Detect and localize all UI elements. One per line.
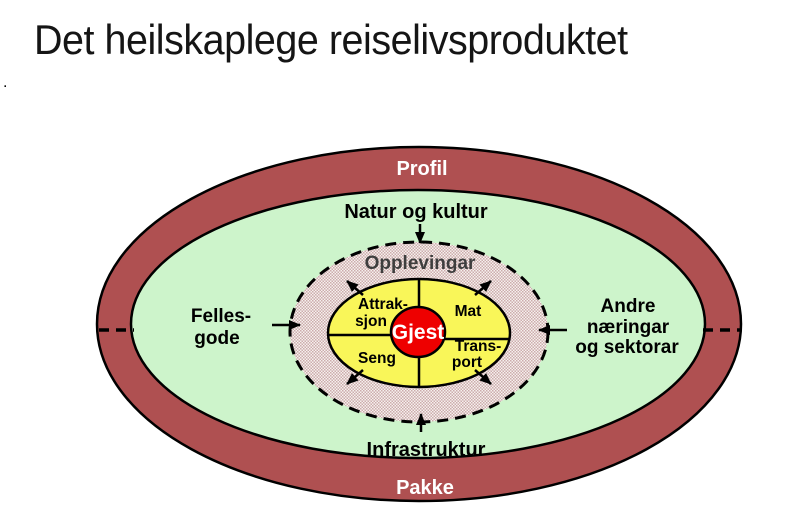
attraksjon-label-line2: sjon xyxy=(355,313,387,330)
andre-naeringar-label-line1: Andre xyxy=(601,296,656,317)
opplevingar-label: Opplevingar xyxy=(365,253,476,274)
attraksjon-label-line1: Attrak- xyxy=(358,296,408,313)
gjest-label: Gjest xyxy=(392,321,445,344)
andre-naeringar-label-line2: næringar xyxy=(587,317,670,338)
transport-label-line1: Trans- xyxy=(455,338,502,355)
fellesgode-label-line1: Felles- xyxy=(191,306,251,327)
arrow-bottomright-outward xyxy=(474,369,492,385)
transport-label-line2: port xyxy=(452,354,482,371)
pakke-label: Pakke xyxy=(396,477,454,499)
arrow-bottomleft-outward xyxy=(346,369,364,385)
infrastruktur-label: Infrastruktur xyxy=(367,439,486,461)
profil-label: Profil xyxy=(396,158,447,180)
natur-og-kultur-label: Natur og kultur xyxy=(344,201,488,223)
arrow-topright-outward xyxy=(474,280,492,296)
mat-label: Mat xyxy=(455,303,482,320)
arrow-topleft-outward xyxy=(346,280,364,296)
stray-period-mark: . xyxy=(3,74,8,91)
fellesgode-label-line2: gode xyxy=(194,328,239,349)
slide-title: Det heilskaplege reiselivsproduktet xyxy=(34,16,628,63)
seng-label: Seng xyxy=(358,350,396,367)
guest-core-circle xyxy=(389,305,447,359)
andre-naeringar-label-line3: og sektorar xyxy=(575,337,679,358)
